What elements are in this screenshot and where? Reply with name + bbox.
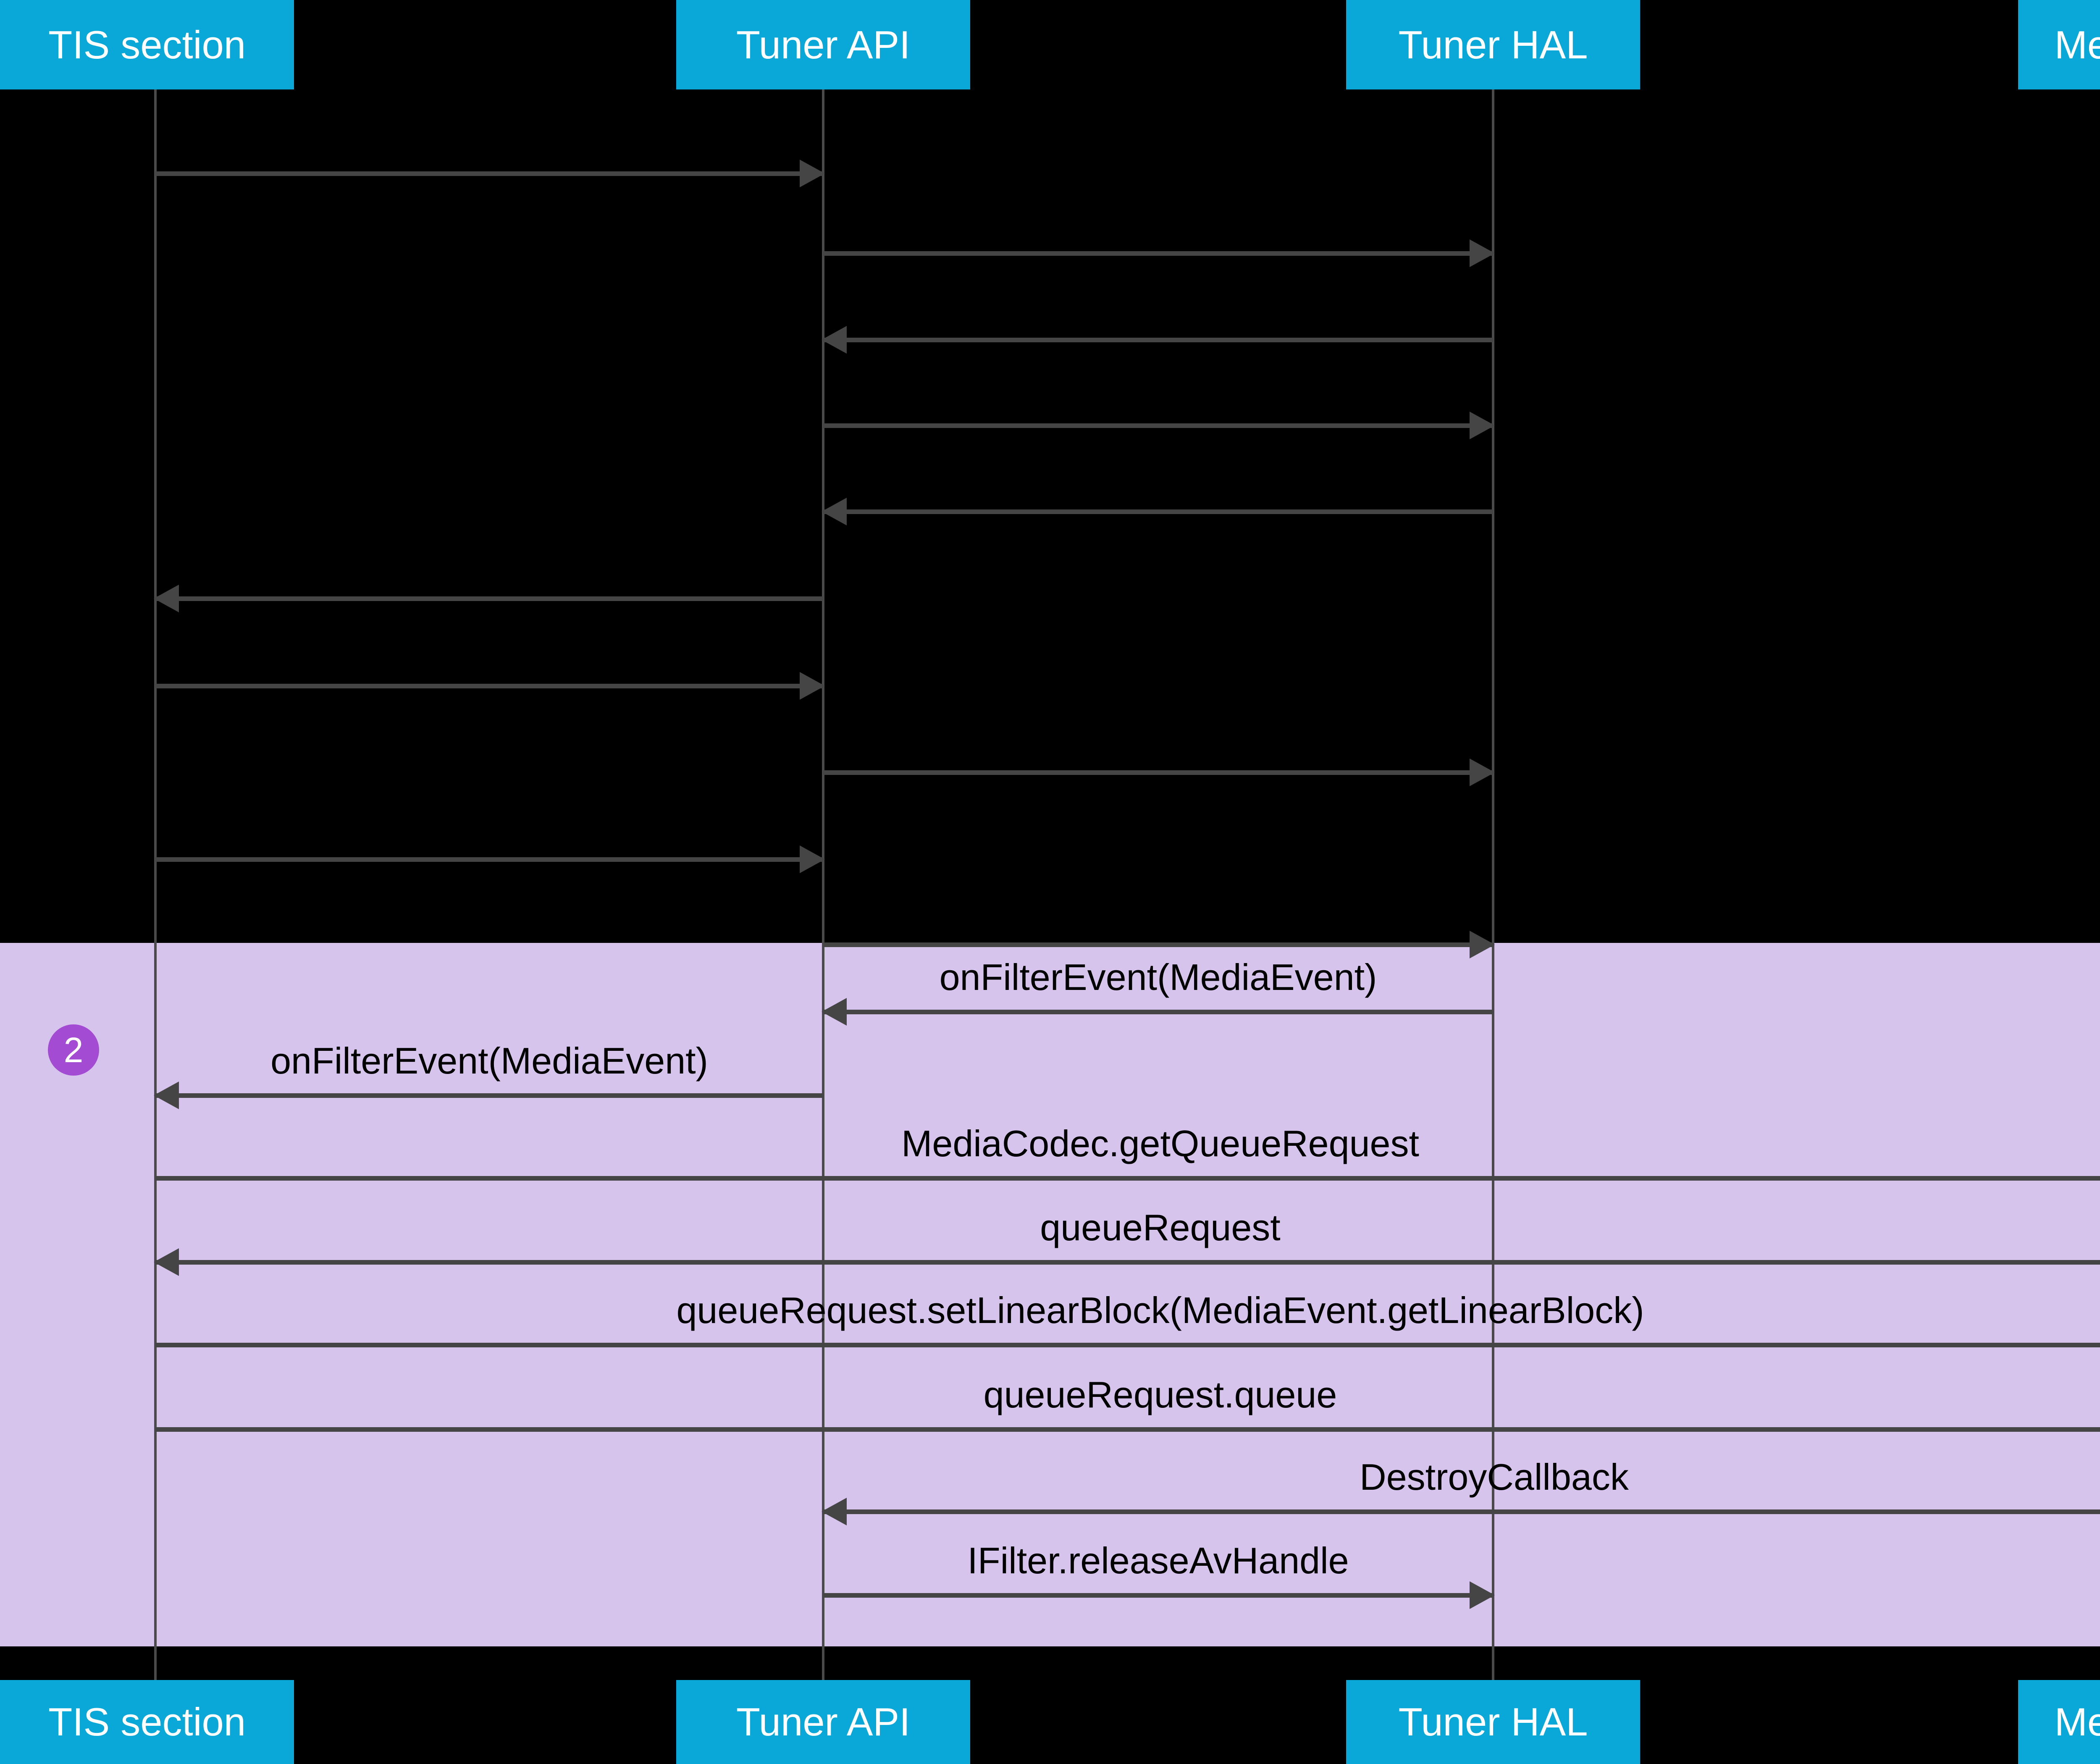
arrowhead-right-icon (1470, 759, 1495, 786)
participant-header-tunerapi[interactable]: Tuner API (676, 0, 970, 89)
message-label: queueRequest (1040, 1207, 1281, 1248)
participant-footer-mediacodec[interactable]: MediaCodec (2018, 1680, 2100, 1764)
arrowhead-right-icon (800, 845, 825, 873)
participant-header-tunerhal[interactable]: Tuner HAL (1346, 0, 1640, 89)
message-label: DestroyCallback (1360, 1456, 1629, 1498)
message-line (823, 423, 1493, 428)
message-line (155, 1093, 823, 1098)
message-line (155, 1176, 2100, 1181)
message-line (823, 942, 1493, 947)
arrowhead-left-icon (822, 1498, 847, 1525)
arrowhead-left-icon (154, 1248, 179, 1276)
message-line (155, 1260, 2100, 1265)
highlight-region-step-2 (0, 943, 2100, 1646)
message-line (823, 1509, 2100, 1514)
participant-header-mediacodec[interactable]: MediaCodec (2018, 0, 2100, 89)
message-line (155, 684, 823, 688)
step-badge-2: 2 (48, 1024, 99, 1076)
message-line (823, 1593, 1493, 1598)
message-line (155, 171, 823, 176)
message-label: onFilterEvent(MediaEvent) (939, 956, 1377, 998)
arrowhead-right-icon (1470, 931, 1495, 958)
message-line (155, 1343, 2100, 1347)
message-label: IFilter.releaseAvHandle (967, 1540, 1349, 1581)
message-line (823, 338, 1493, 342)
arrowhead-left-icon (154, 1082, 179, 1109)
message-line (823, 770, 1493, 775)
arrowhead-right-icon (800, 160, 825, 187)
message-label: onFilterEvent(MediaEvent) (270, 1040, 708, 1082)
participant-footer-tunerhal[interactable]: Tuner HAL (1346, 1680, 1640, 1764)
message-line (823, 509, 1493, 514)
message-line (823, 1010, 1493, 1014)
arrowhead-left-icon (822, 326, 847, 354)
message-label: MediaCodec.getQueueRequest (901, 1123, 1419, 1164)
arrowhead-right-icon (1470, 1581, 1495, 1609)
message-label: queueRequest.setLinearBlock(MediaEvent.g… (676, 1289, 1644, 1331)
lifeline-tunerhal (1492, 47, 1494, 1680)
lifeline-tis (154, 47, 157, 1680)
message-line (155, 857, 823, 862)
arrowhead-left-icon (822, 498, 847, 525)
participant-footer-tis[interactable]: TIS section (0, 1680, 294, 1764)
arrowhead-left-icon (154, 585, 179, 612)
participant-header-tis[interactable]: TIS section (0, 0, 294, 89)
message-line (155, 596, 823, 601)
message-line (823, 251, 1493, 256)
message-label: queueRequest.queue (983, 1374, 1337, 1415)
arrowhead-right-icon (800, 672, 825, 700)
participant-footer-tunerapi[interactable]: Tuner API (676, 1680, 970, 1764)
arrowhead-left-icon (822, 998, 847, 1026)
message-line (155, 1427, 2100, 1432)
arrowhead-right-icon (1470, 239, 1495, 267)
arrowhead-right-icon (1470, 412, 1495, 439)
